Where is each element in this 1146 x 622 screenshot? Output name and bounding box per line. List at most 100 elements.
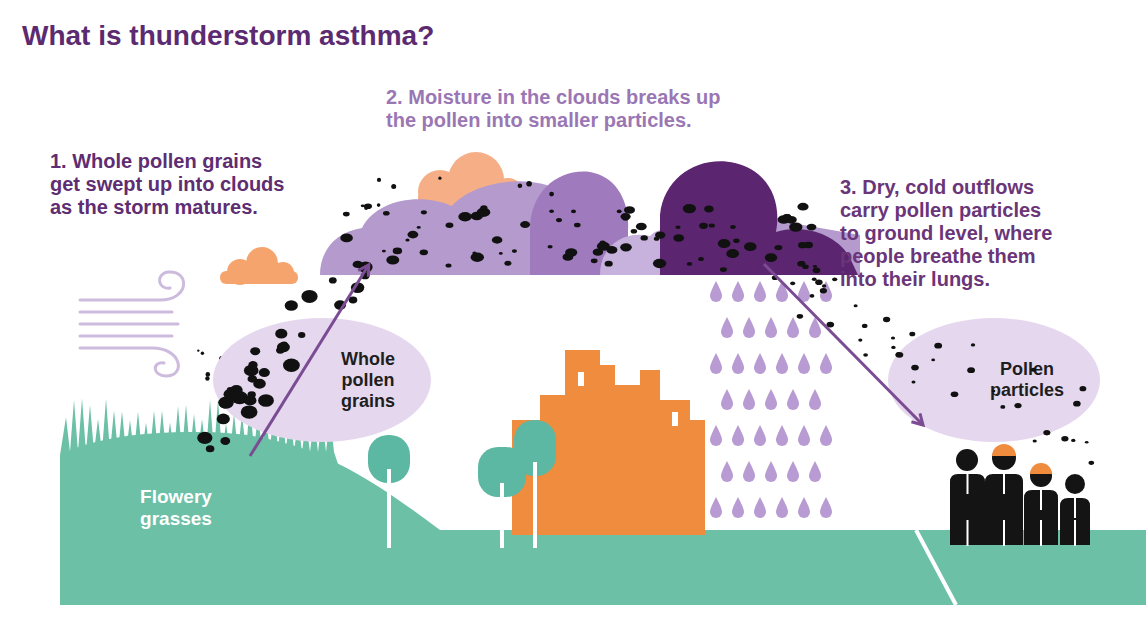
ellipse-outline (213, 318, 431, 442)
tree-trunk (533, 468, 537, 548)
pollen-grain (248, 391, 256, 398)
person-collar (1040, 490, 1042, 510)
pollen-particle (797, 261, 805, 267)
wind-line (80, 335, 172, 338)
building-shape (512, 350, 705, 535)
rain-drop (710, 281, 722, 302)
pollen-particle (364, 206, 368, 210)
pollen-particle (891, 337, 895, 340)
rain-drop (765, 389, 777, 410)
rain-drop (820, 425, 832, 446)
pollen-particle (896, 352, 904, 358)
pollen-particle (364, 203, 372, 209)
rain-drop (710, 425, 722, 446)
pollen-particle (340, 234, 353, 243)
step-note: 3. Dry, cold outflows carry pollen parti… (840, 176, 1059, 291)
pollen-particle (383, 211, 390, 216)
pollen-particle (391, 184, 396, 189)
ellipse-shape (213, 318, 431, 442)
rain-drop (776, 281, 788, 302)
pollen-particle (909, 332, 915, 337)
pollen-particle (606, 246, 617, 254)
rain-drop (798, 353, 810, 374)
building-window (578, 372, 584, 386)
pollen-grain (258, 394, 274, 407)
pollen-particle (699, 223, 708, 229)
pollen-particle (1085, 441, 1089, 444)
pollen-particle (744, 242, 757, 251)
pollen-particle (797, 203, 808, 211)
pollen-particle (408, 231, 419, 239)
person-head (1065, 474, 1085, 494)
pollen-particle (386, 255, 399, 264)
pollen-particle (971, 343, 975, 346)
pollen-particle (458, 212, 472, 221)
rain-drop (787, 317, 799, 338)
person-legs (1040, 520, 1042, 546)
pollen-particle (641, 235, 648, 240)
pollen-grain (283, 359, 300, 372)
person-legs (1003, 520, 1005, 546)
pollen-particle (807, 224, 817, 231)
pollen-particle (784, 214, 792, 219)
pollen-grain (361, 273, 370, 280)
pollen-particle (813, 267, 821, 273)
tree-trunk (533, 462, 537, 478)
pollen-particle (718, 239, 731, 248)
pollen-particle (733, 239, 739, 244)
trees (368, 420, 556, 548)
wind-lines (80, 272, 184, 376)
pollen-particle (883, 317, 890, 322)
pollen-grain (218, 397, 233, 409)
rain-drop (809, 461, 821, 482)
node-text: Flowery grasses (135, 486, 217, 530)
pollen-particle (377, 203, 381, 207)
pollen-particle (605, 261, 613, 267)
pollen-grain (231, 391, 248, 404)
pollen-in-cloud (340, 177, 817, 272)
pollen-particle (653, 259, 666, 268)
pollen-grain (197, 349, 199, 351)
pollen-particle (726, 249, 739, 258)
pollen-particle (673, 234, 684, 242)
rain-drop (721, 461, 733, 482)
pollen-particle (765, 253, 777, 262)
pollen-particle (655, 232, 665, 239)
pollen-particle (790, 281, 795, 285)
pollen-grain (241, 405, 258, 418)
rain-drop (710, 497, 722, 518)
pollen-particle (720, 267, 727, 272)
rain-drop (732, 497, 744, 518)
pollen-particle (556, 218, 562, 222)
pollen-particle (472, 252, 476, 255)
pollen-particle (1080, 386, 1087, 391)
pollen-grain (276, 347, 284, 354)
pollen-particle (797, 314, 803, 319)
pollen-particle (549, 210, 554, 213)
pollen-particle (810, 294, 815, 298)
pollen-particle (518, 183, 523, 188)
pollen-particle (1000, 405, 1005, 409)
wind-line (80, 323, 178, 326)
pollen-particle (438, 177, 441, 180)
storm-cloud (320, 160, 860, 275)
pollen-particle (631, 229, 637, 234)
rain-drop (754, 497, 766, 518)
wind-line (80, 272, 184, 300)
rain-drop (787, 389, 799, 410)
rain-drop (820, 353, 832, 374)
pollen-particle (1071, 439, 1075, 442)
pollen-particle (480, 205, 487, 210)
pollen-particle (891, 346, 895, 349)
pollen-grain (298, 332, 305, 338)
pollen-particle (600, 241, 606, 245)
pollen-grain (250, 347, 260, 355)
pollen-particle (1043, 430, 1050, 435)
person-legs (1074, 520, 1076, 546)
pollen-particle (704, 206, 714, 213)
pollen-particle (912, 380, 916, 383)
pollen-particle (1089, 461, 1095, 465)
pollen-particle (798, 242, 807, 248)
pollen-particle (420, 249, 428, 255)
